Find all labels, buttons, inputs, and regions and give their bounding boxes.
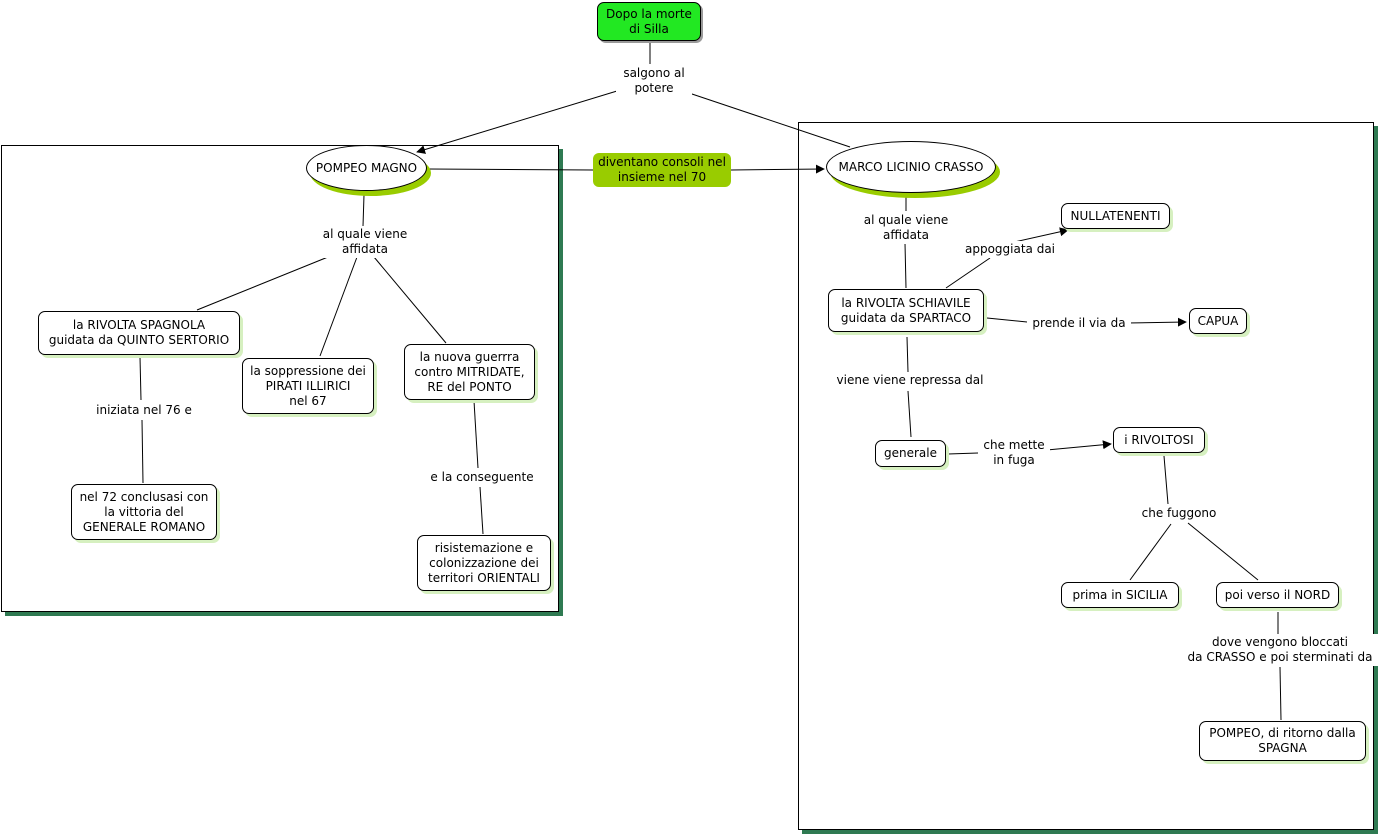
edge-schiavile-prende bbox=[986, 317, 1028, 323]
edge-salgono-crasso bbox=[685, 91, 851, 148]
link-prende-il-via-da[interactable]: prende il via da bbox=[1027, 315, 1131, 332]
edge-pompeo-affidata bbox=[362, 194, 365, 227]
edge-bloccati-ritorno bbox=[1279, 666, 1282, 721]
node-rivolta-schiavile[interactable]: la RIVOLTA SCHIAVILE guidata da SPARTACO bbox=[828, 289, 984, 332]
node-nullatenenti[interactable]: NULLATENENTI bbox=[1061, 203, 1170, 229]
link-salgono-al-potere[interactable]: salgono al potere bbox=[616, 65, 692, 97]
node-risistemazione[interactable]: risistemazione e colonizzazione dei terr… bbox=[417, 535, 551, 591]
link-dove-vengono-bloccati[interactable]: dove vengono bloccati da CRASSO e poi st… bbox=[1180, 634, 1378, 666]
node-prima-in-sicilia[interactable]: prima in SICILIA bbox=[1061, 582, 1179, 608]
link-e-la-conseguente[interactable]: e la conseguente bbox=[425, 469, 539, 486]
link-al-quale-viene-affidata-pompeo[interactable]: al quale viene affidata bbox=[316, 226, 414, 258]
edge-fuggono-sicilia bbox=[1129, 523, 1172, 581]
edge-fuggono-nord bbox=[1187, 522, 1259, 581]
node-capua[interactable]: CAPUA bbox=[1189, 308, 1247, 334]
edge-repressa-generale bbox=[907, 390, 912, 438]
link-iniziata-nel-76[interactable]: iniziata nel 76 e bbox=[89, 402, 199, 419]
edge-schiavile-repressa bbox=[906, 336, 909, 373]
link-appoggiata-dai[interactable]: appoggiata dai bbox=[958, 241, 1062, 258]
link-al-quale-viene-affidata-crasso[interactable]: al quale viene affidata bbox=[856, 212, 956, 244]
node-diventano-consoli[interactable]: diventano consoli nel insieme nel 70 bbox=[593, 153, 731, 187]
node-pirati-illirici[interactable]: la soppressione dei PIRATI ILLIRICI nel … bbox=[242, 358, 374, 414]
edge-iniziata-conclusasi bbox=[141, 419, 144, 484]
node-i-rivoltosi[interactable]: i RIVOLTOSI bbox=[1113, 427, 1205, 453]
edge-affidata-spagnola bbox=[196, 256, 329, 311]
edge-affidata-pirati bbox=[319, 256, 358, 357]
node-rivolta-spagnola[interactable]: la RIVOLTA SPAGNOLA guidata da QUINTO SE… bbox=[38, 311, 240, 355]
edge-guerra-conseguente bbox=[473, 400, 479, 469]
link-viene-repressa-dal[interactable]: viene viene repressa dal bbox=[832, 372, 988, 389]
edge-salgono-pompeo bbox=[416, 90, 618, 154]
node-guerra-mitridate[interactable]: la nuova guerrra contro MITRIDATE, RE de… bbox=[404, 344, 535, 400]
node-generale[interactable]: generale bbox=[875, 440, 946, 467]
edge-generale-fuga bbox=[947, 452, 979, 455]
node-dopo-la-morte-di-silla[interactable]: Dopo la morte di Silla bbox=[597, 2, 701, 41]
edge-conseguente-risistemazione bbox=[479, 486, 484, 535]
edge-consoli-crasso bbox=[730, 164, 825, 174]
node-conclusasi[interactable]: nel 72 conclusasi con la vittoria del GE… bbox=[71, 484, 217, 540]
edge-appoggiata-nullatenenti bbox=[1009, 227, 1069, 244]
edge-schiavile-appoggiata bbox=[945, 257, 991, 289]
link-che-fuggono[interactable]: che fuggono bbox=[1134, 505, 1224, 522]
edge-prende-capua bbox=[1126, 317, 1187, 327]
edge-spagnola-iniziata bbox=[139, 356, 142, 401]
link-che-mette-in-fuga[interactable]: che mette in fuga bbox=[978, 437, 1050, 469]
node-marco-licinio-crasso[interactable]: MARCO LICINIO CRASSO bbox=[826, 141, 996, 193]
node-poi-verso-il-nord[interactable]: poi verso il NORD bbox=[1216, 582, 1339, 608]
node-pompeo-magno[interactable]: POMPEO MAGNO bbox=[306, 145, 427, 191]
edge-rivoltosi-fuggono bbox=[1163, 455, 1169, 505]
edge-affidata-schiavile bbox=[904, 242, 907, 289]
edge-affidata-guerra bbox=[373, 256, 447, 344]
node-pompeo-ritorno[interactable]: POMPEO, di ritorno dalla SPAGNA bbox=[1199, 721, 1366, 761]
edge-pompeo-consoli bbox=[427, 168, 594, 171]
